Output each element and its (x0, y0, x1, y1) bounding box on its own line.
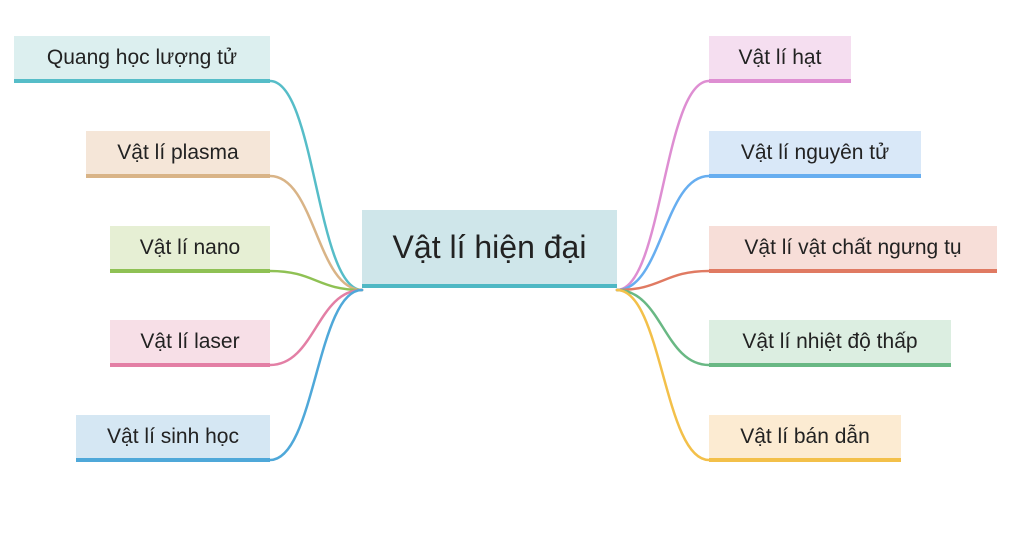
branch-vat-li-hat[interactable]: Vật lí hạt (709, 36, 851, 83)
branch-vat-li-nhiet-do-thap[interactable]: Vật lí nhiệt độ thấp (709, 320, 951, 367)
connector-left-2 (268, 269, 364, 292)
branch-vat-li-nguyen-tu[interactable]: Vật lí nguyên tử (709, 131, 921, 178)
connector-left-0 (268, 79, 364, 292)
central-topic[interactable]: Vật lí hiện đại (362, 210, 617, 288)
connector-left-3 (268, 288, 364, 367)
branch-vat-li-nano[interactable]: Vật lí nano (110, 226, 270, 273)
connector-right-2 (615, 269, 711, 292)
branch-vat-li-ban-dan[interactable]: Vật lí bán dẫn (709, 415, 901, 462)
connector-right-3 (615, 288, 711, 367)
branch-vat-li-plasma[interactable]: Vật lí plasma (86, 131, 270, 178)
branch-quang-hoc-luong-tu[interactable]: Quang học lượng tử (14, 36, 270, 83)
branch-vat-li-laser[interactable]: Vật lí laser (110, 320, 270, 367)
branch-vat-li-sinh-hoc[interactable]: Vật lí sinh học (76, 415, 270, 462)
connector-left-4 (268, 288, 364, 462)
connector-right-4 (615, 288, 711, 462)
connector-left-1 (268, 174, 364, 292)
branch-vat-li-vat-chat-ngung-tu[interactable]: Vật lí vật chất ngưng tụ (709, 226, 997, 273)
connector-right-1 (615, 174, 711, 292)
connector-right-0 (615, 79, 711, 292)
